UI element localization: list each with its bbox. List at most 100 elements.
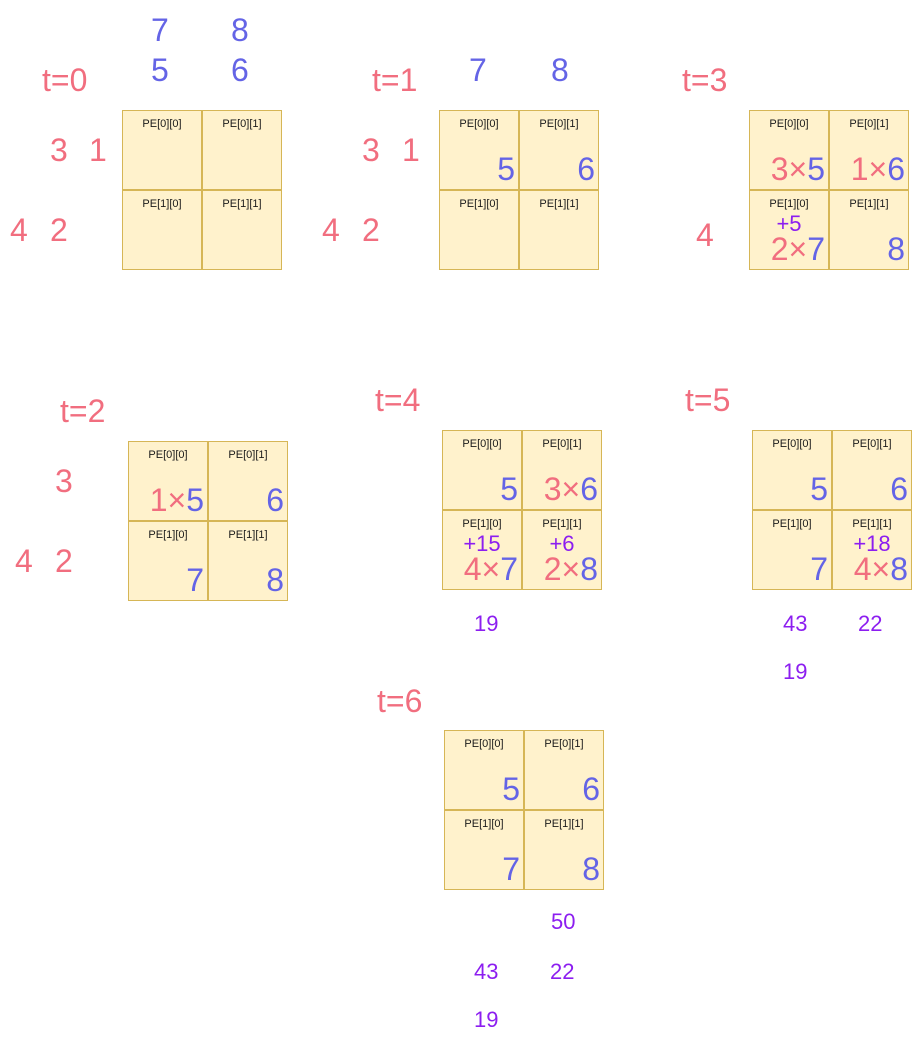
pe-cell: PE[0][1] 6 [519,110,599,190]
pe-cell: PE[0][0]5 [752,430,832,510]
pe-label: PE[1][1] [849,198,889,210]
a-value: 2 [50,212,68,248]
step-label-t6: t=6 [377,683,423,719]
pe-cell: PE[0][1] [202,110,282,190]
pe-cell: PE[0][1] 6 [524,730,604,810]
pe-label: PE[0][1] [539,118,579,130]
pe-label: PE[1][0] [772,518,812,530]
pe-label: PE[1][1] [222,198,262,210]
pe-cell: PE[1][1] [202,190,282,270]
pe-label: PE[1][1] [544,818,584,830]
cell-value: 6 [577,151,595,187]
cell-value: 8 [887,231,905,267]
partial-sum: +6 [549,531,575,556]
pe-grid-t5: PE[0][0]5 PE[0][1] 6 PE[1][0] 7 PE[1][1]+1… [752,430,912,590]
partial-sum: +5 [776,211,802,236]
pe-label: PE[1][1] [539,198,579,210]
pe-grid-t1: PE[0][0]5 PE[0][1] 6 PE[1][0] PE[1][1] [439,110,599,270]
cell-value: 7 [502,851,520,887]
pe-label: PE[0][1] [542,438,582,450]
step-label-t0: t=0 [42,62,88,98]
cell-value: 5 [500,471,518,507]
step-label-t5: t=5 [685,382,731,418]
pe-grid-t0: PE[0][0] PE[0][1] PE[1][0] PE[1][1] [122,110,282,270]
step-label-t2: t=2 [60,393,106,429]
output-value: 43 [474,959,499,984]
pe-cell: PE[1][0] 7 [752,510,832,590]
b-value: 8 [551,52,569,88]
pe-cell: PE[0][0] 5 [442,430,522,510]
a-value: 2 [55,543,73,579]
pe-cell: PE[1][1] 8 [524,810,604,890]
cell-value: 7 [186,562,204,598]
pe-cell: PE[0][1] 3×6 [522,430,602,510]
pe-label: PE[0][0] [148,449,188,461]
cell-value: 6 [582,771,600,807]
step-label-t3: t=3 [682,62,728,98]
b-value: 6 [231,52,249,88]
a-value: 3 [50,132,68,168]
pe-cell: PE[1][1] 8 [829,190,909,270]
pe-label: PE[1][0] [769,198,809,210]
a-value: 1 [89,132,107,168]
cell-product: 2×7 [770,231,825,267]
cell-value: 8 [582,851,600,887]
cell-product: 4×8 [853,551,908,587]
cell-product: 1×5 [149,482,204,518]
a-value: 4 [322,212,340,248]
cell-product: 1×6 [850,151,905,187]
cell-value: 7 [810,551,828,587]
pe-label: PE[0][0] [464,738,504,750]
pe-label: PE[0][1] [544,738,584,750]
pe-label: PE[1][1] [542,518,582,530]
cell-product: 3×6 [543,471,598,507]
pe-cell: PE[0][0]5 [439,110,519,190]
pe-cell: PE[0][0] 1×5 [128,441,208,521]
pe-cell: PE[0][1] 1×6 [829,110,909,190]
pe-label: PE[0][0] [459,118,499,130]
a-value: 3 [55,463,73,499]
pe-cell: PE[1][0] [439,190,519,270]
a-value: 4 [10,212,28,248]
cell-product: 4×7 [463,551,518,587]
pe-label: PE[1][0] [148,529,188,541]
pe-label: PE[0][0] [772,438,812,450]
pe-label: PE[0][1] [849,118,889,130]
a-value: 2 [362,212,380,248]
pe-cell: PE[1][0] [122,190,202,270]
cell-product: 3×5 [770,151,825,187]
cell-value: 5 [502,771,520,807]
a-value: 1 [402,132,420,168]
b-value: 8 [231,12,249,48]
output-value: 19 [474,1007,499,1032]
output-value: 50 [551,909,576,934]
pe-label: PE[1][1] [852,518,892,530]
pe-label: PE[1][1] [228,529,268,541]
pe-label: PE[0][0] [462,438,502,450]
output-value: 43 [783,611,808,636]
pe-cell: PE[1][0]7 [444,810,524,890]
pe-cell: PE[0][0] [122,110,202,190]
a-value: 3 [362,132,380,168]
a-value: 4 [696,217,714,253]
pe-label: PE[1][0] [142,198,182,210]
pe-cell: PE[1][1] 8 [208,521,288,601]
b-value: 5 [151,52,169,88]
cell-value: 8 [266,562,284,598]
cell-value: 6 [890,471,908,507]
pe-label: PE[1][0] [459,198,499,210]
pe-grid-t2: PE[0][0] 1×5 PE[0][1]6 PE[1][0] 7 PE[1][1]… [128,441,288,601]
output-value: 19 [474,611,499,636]
output-value: 22 [858,611,883,636]
pe-label: PE[0][1] [852,438,892,450]
pe-label: PE[0][1] [228,449,268,461]
output-value: 19 [783,659,808,684]
output-value: 22 [550,959,575,984]
step-label-t1: t=1 [372,62,418,98]
pe-cell: PE[0][1]6 [208,441,288,521]
step-label-t4: t=4 [375,382,421,418]
